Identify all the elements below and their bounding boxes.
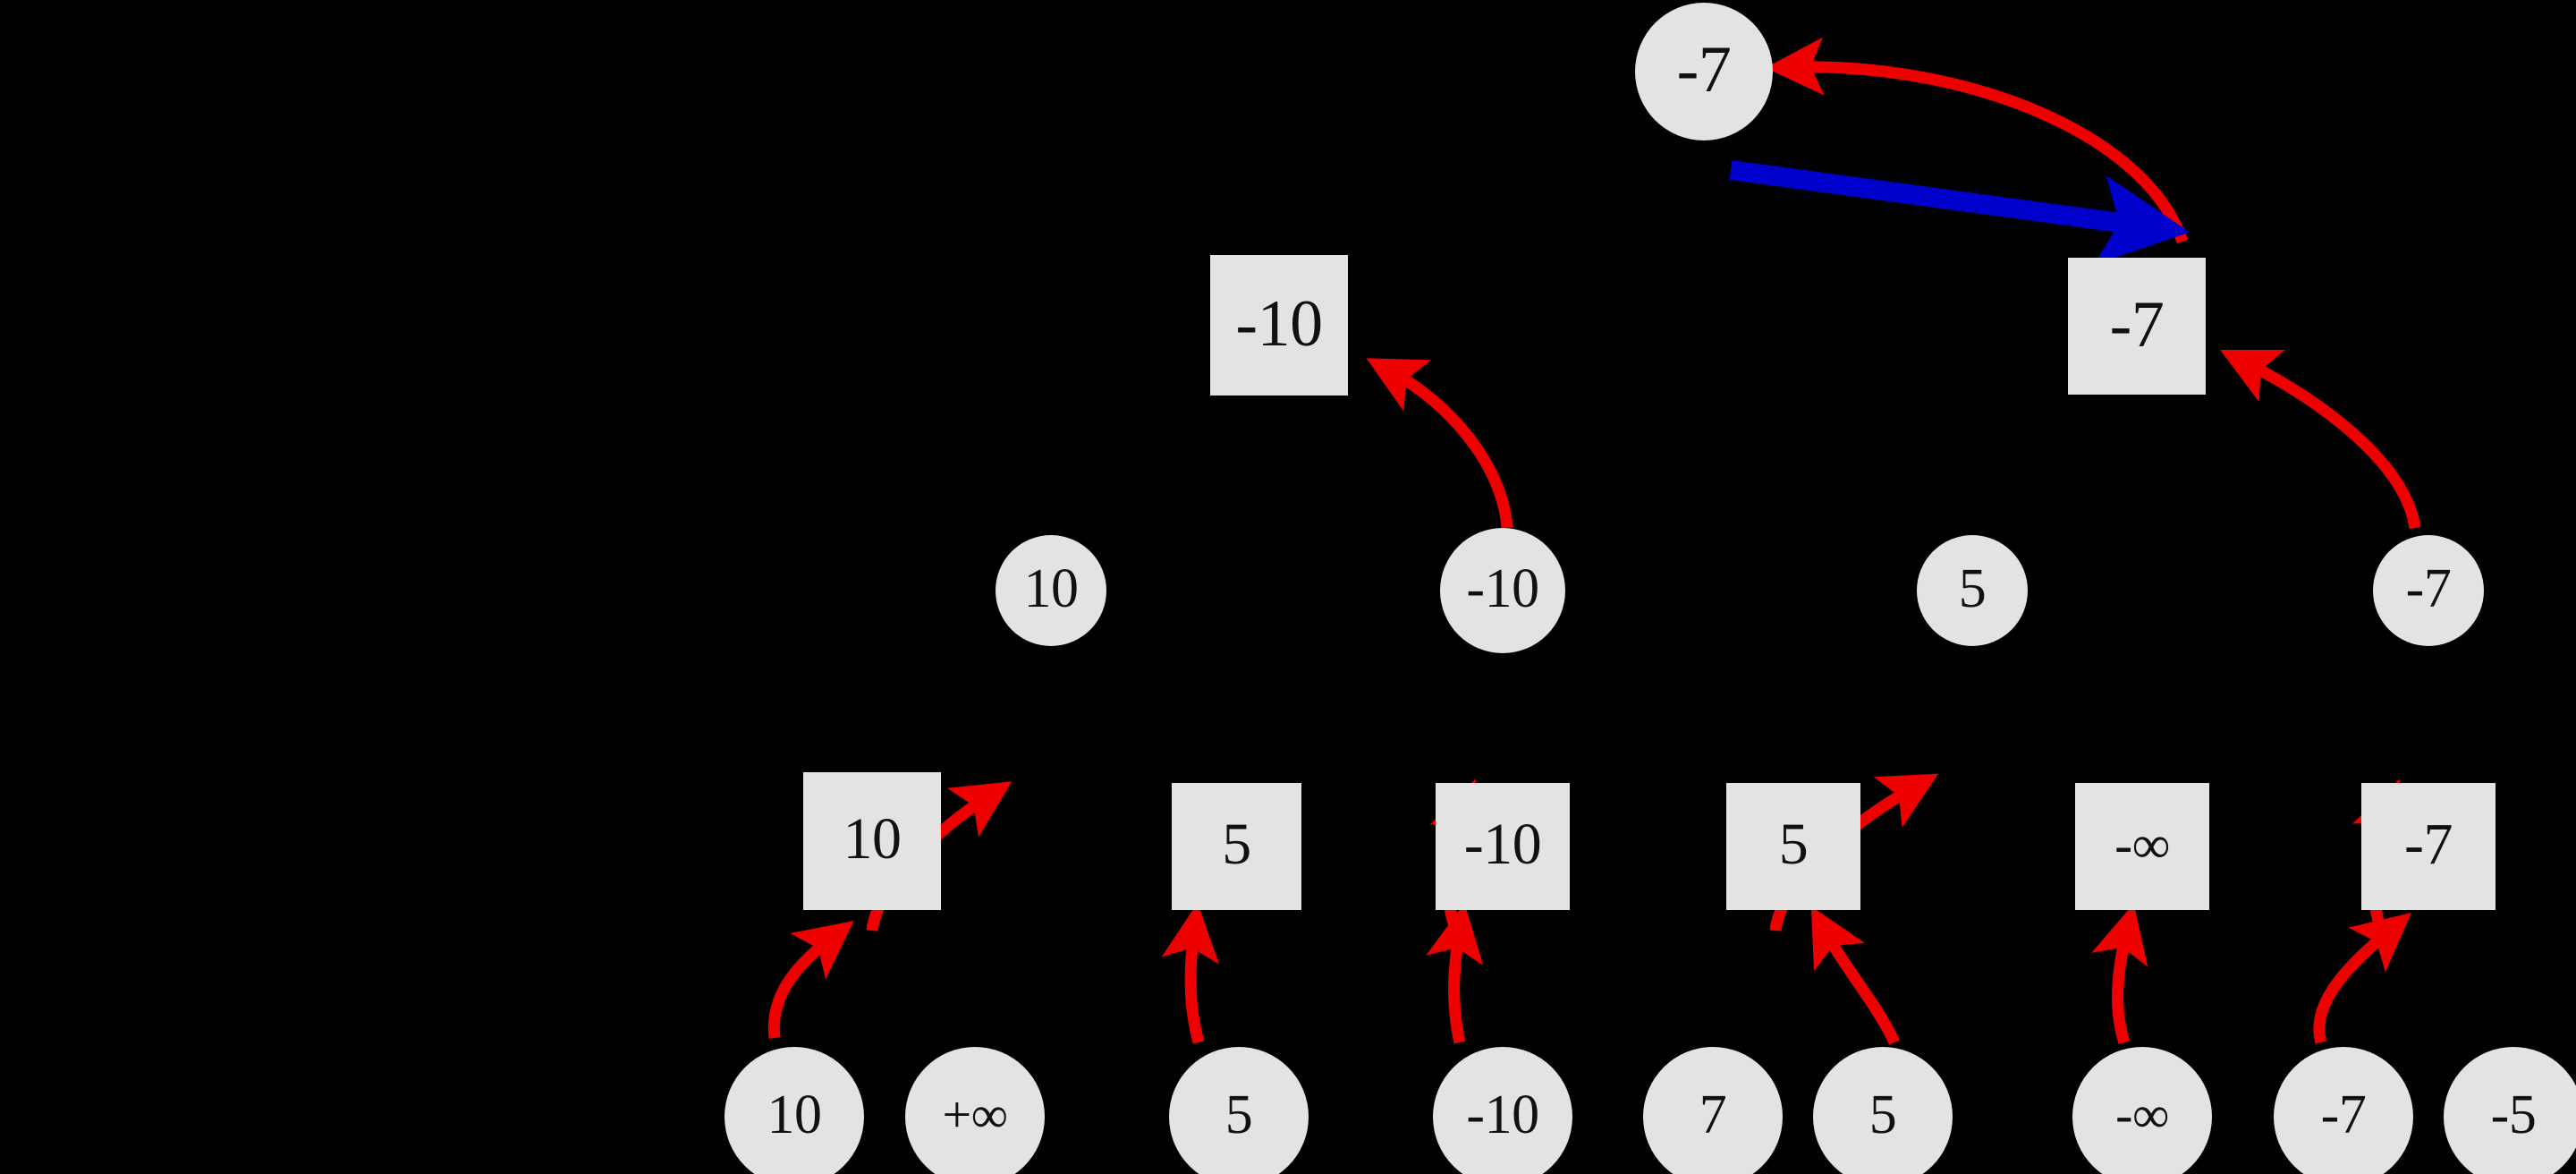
propagation-arrow-p13 <box>1765 37 2189 244</box>
best-move-arrow-b1 <box>1729 160 2190 266</box>
tree-node-lf-5[interactable]: 7 <box>1643 1047 1783 1174</box>
tree-node-label: 7 <box>1699 1085 1727 1145</box>
tree-node-label: -10 <box>1466 1085 1539 1145</box>
propagation-arrow-p1 <box>767 920 854 1039</box>
tree-node-l3-f[interactable]: -7 <box>2361 783 2496 910</box>
tree-node-label: -∞ <box>2114 815 2170 874</box>
propagation-arrow-p12 <box>2220 350 2421 530</box>
tree-node-label: -7 <box>2404 812 2453 877</box>
tree-node-label: 10 <box>767 1085 823 1145</box>
propagation-arrow-p9 <box>2091 903 2148 1045</box>
tree-node-label: -∞ <box>2115 1085 2169 1144</box>
tree-node-lf-2[interactable]: +∞ <box>905 1047 1045 1174</box>
propagation-arrow-p6 <box>1366 358 1513 529</box>
tree-node-l2-a[interactable]: 10 <box>996 535 1106 646</box>
tree-node-lf-3[interactable]: 5 <box>1169 1047 1309 1174</box>
tree-node-label: -10 <box>1463 812 1542 877</box>
tree-node-label: -7 <box>2405 558 2452 619</box>
tree-node-lf-4[interactable]: -10 <box>1433 1047 1572 1174</box>
tree-node-label: 5 <box>1778 812 1809 877</box>
tree-node-l3-d[interactable]: 5 <box>1726 783 1860 910</box>
tree-node-l2-c[interactable]: 5 <box>1917 535 2028 646</box>
propagation-arrow-p10 <box>2313 913 2411 1044</box>
tree-node-l1-b[interactable]: -7 <box>2068 258 2206 395</box>
tree-node-label: +∞ <box>942 1085 1008 1144</box>
tree-node-label: 10 <box>1023 558 1080 619</box>
tree-node-l1-a[interactable]: -10 <box>1210 255 1348 396</box>
tree-node-label: 5 <box>1958 558 1987 619</box>
tree-node-lf-6[interactable]: 5 <box>1813 1047 1953 1174</box>
tree-node-l2-b[interactable]: -10 <box>1440 528 1565 653</box>
best-move-arrow <box>1729 160 2190 266</box>
tree-node-label: -7 <box>2109 287 2165 362</box>
tree-node-label: -10 <box>1235 286 1323 361</box>
tree-node-l3-c[interactable]: -10 <box>1436 783 1570 910</box>
tree-node-label: 5 <box>1224 1085 1253 1145</box>
tree-node-label: -10 <box>1466 558 1539 619</box>
tree-node-label: 10 <box>843 806 902 872</box>
tree-node-l3-a[interactable]: 10 <box>803 772 941 910</box>
tree-node-label: -5 <box>2490 1085 2537 1145</box>
tree-node-label: 5 <box>1868 1085 1897 1145</box>
tree-node-label: -7 <box>1676 33 1732 106</box>
tree-node-root[interactable]: -7 <box>1635 3 1773 140</box>
tree-node-label: 5 <box>1222 812 1251 877</box>
tree-node-lf-1[interactable]: 10 <box>724 1047 864 1174</box>
tree-node-lf-8[interactable]: -7 <box>2274 1047 2413 1174</box>
tree-node-l2-d[interactable]: -7 <box>2373 535 2484 646</box>
tree-node-lf-9[interactable]: -5 <box>2444 1047 2576 1174</box>
tree-node-lf-7[interactable]: -∞ <box>2072 1047 2212 1174</box>
tree-node-l3-b[interactable]: 5 <box>1172 783 1301 910</box>
propagation-arrow-p7 <box>1810 906 1900 1045</box>
tree-node-label: -7 <box>2320 1085 2367 1145</box>
tree-node-l3-e[interactable]: -∞ <box>2075 783 2209 910</box>
propagation-arrow-p4 <box>1426 903 1484 1044</box>
propagation-arrow-p3 <box>1161 903 1220 1044</box>
